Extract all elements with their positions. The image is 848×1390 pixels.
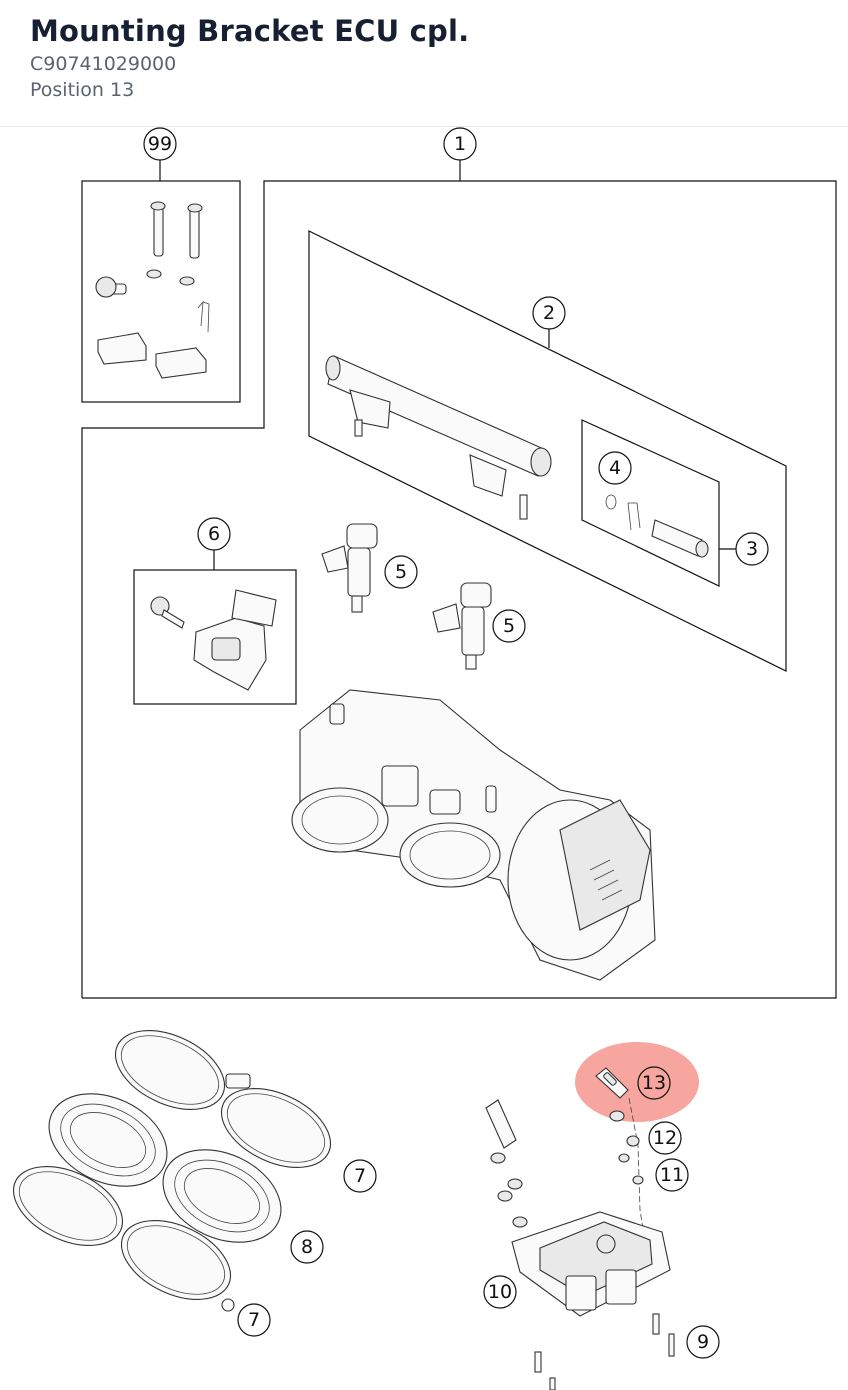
position-label: Position 13 — [30, 79, 135, 101]
svg-text:3: 3 — [746, 538, 758, 560]
callout-4[interactable]: 4 — [598, 451, 632, 485]
kit-99-parts — [95, 201, 210, 379]
svg-text:7: 7 — [354, 1165, 366, 1187]
svg-text:6: 6 — [208, 523, 220, 545]
svg-text:9: 9 — [697, 1331, 709, 1353]
callout-99[interactable]: 99 — [143, 127, 177, 161]
callout-5[interactable]: 5 — [492, 609, 526, 643]
exploded-parts-diagram: 99 1 2 3 4 5 5 6 7 7 8 9 — [12, 127, 837, 1390]
svg-text:7: 7 — [248, 1309, 260, 1331]
svg-text:5: 5 — [395, 561, 407, 583]
svg-text:13: 13 — [642, 1072, 666, 1094]
page-header: Mounting Bracket ECU cpl. C90741029000 P… — [0, 0, 848, 127]
callout-3[interactable]: 3 — [735, 532, 769, 566]
callout-11[interactable]: 11 — [655, 1158, 689, 1192]
callout-8[interactable]: 8 — [290, 1230, 324, 1264]
svg-text:99: 99 — [148, 133, 172, 155]
svg-text:5: 5 — [503, 615, 515, 637]
svg-text:2: 2 — [543, 302, 555, 324]
group-frames — [81, 158, 837, 999]
sensor-kit-parts — [150, 589, 277, 691]
callout-7[interactable]: 7 — [237, 1303, 271, 1337]
callout-12[interactable]: 12 — [648, 1121, 682, 1155]
part-number: C90741029000 — [30, 53, 177, 75]
injector-parts — [321, 523, 492, 670]
callout-2[interactable]: 2 — [532, 296, 566, 330]
svg-text:12: 12 — [653, 1127, 677, 1149]
svg-text:1: 1 — [454, 133, 466, 155]
callout-6[interactable]: 6 — [197, 517, 231, 551]
callout-13[interactable]: 13 — [637, 1066, 671, 1100]
callout-1[interactable]: 1 — [443, 127, 477, 161]
fuel-rail-part — [325, 355, 552, 520]
svg-text:11: 11 — [660, 1164, 684, 1186]
svg-text:4: 4 — [609, 457, 621, 479]
callout-9[interactable]: 9 — [686, 1325, 720, 1359]
clamps-and-boots-parts — [12, 1030, 332, 1312]
callout-5[interactable]: 5 — [384, 555, 418, 589]
svg-text:8: 8 — [301, 1236, 313, 1258]
callout-10[interactable]: 10 — [483, 1275, 517, 1309]
selected-part-highlight — [575, 1042, 699, 1122]
page-title: Mounting Bracket ECU cpl. — [30, 14, 470, 48]
fuel-fitting-parts — [605, 494, 709, 558]
callout-7[interactable]: 7 — [343, 1159, 377, 1193]
ecu-assembly-parts — [485, 1067, 675, 1390]
throttle-body-part — [291, 689, 656, 981]
svg-text:10: 10 — [488, 1281, 512, 1303]
